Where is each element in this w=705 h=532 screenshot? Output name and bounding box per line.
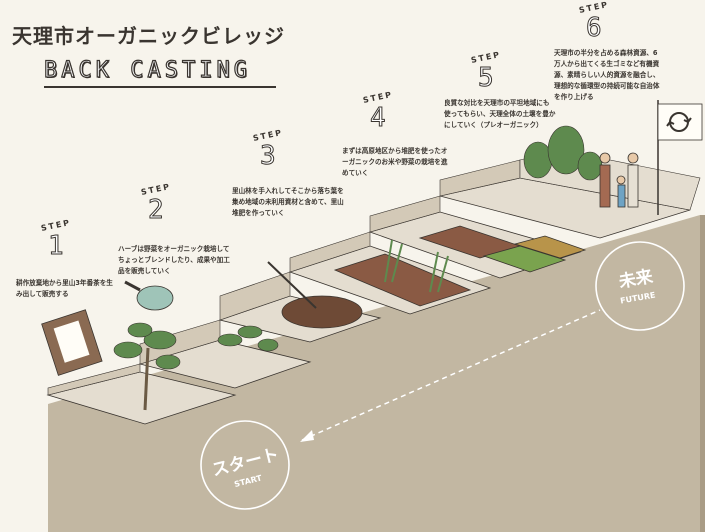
progress-path [301,309,601,441]
rake-handle [267,261,317,309]
crop-bed-step-5 [513,235,587,259]
staircase-side-face [48,215,700,532]
forest-trees [523,125,603,181]
flag [657,103,703,141]
step-1-text: 耕作放棄地から里山3年番茶を生み出して販売する [16,279,113,298]
recycle-icon [666,112,692,132]
step-6-text: 天理市の半分を占める森林資源、6万人から出てくる生ゴミなど有機資源、素晴らしい人… [554,49,660,101]
step-3-marker: STEP 3 [252,128,285,171]
subtitle-rule [44,86,276,88]
soil-bed-step-4 [333,253,472,307]
step-2-number: 2 [148,195,165,225]
staircase-right-face [700,215,705,532]
tea-bag [41,309,103,376]
page-title: 天理市オーガニックビレッジ [12,24,285,48]
step-4-marker: STEP 4 [362,90,395,133]
start-circle [200,420,290,510]
family-figures [599,152,639,208]
tea-tree [113,322,181,411]
step-5-text: 良質な対比を天理市の平坦地域にも使ってもらい、天理全体の土壌を豊かにしていく（プ… [444,99,556,129]
step-3-number: 3 [260,141,277,171]
step-4-text: まずは高原地区から堆肥を使ったオーガニックのお米や野菜の栽培を進めていく [342,147,448,177]
watering-can [124,280,174,311]
herb-plants-step-2 [217,325,279,352]
green-bed-step-5 [482,245,567,273]
step-6-number: 6 [586,13,603,43]
rice-plants [384,239,449,293]
progress-arrow [300,430,314,442]
compost-pile [281,295,363,329]
step-2-text: ハーブは野菜をオーガニック栽培してちょっとブレンドしたり、成果や加工品を販売して… [118,245,230,275]
step-6-marker: STEP 6 [578,0,611,43]
step-5-number: 5 [478,63,495,93]
step-1-number: 1 [48,231,65,261]
page-subtitle: BACK CASTING [43,57,251,83]
future-circle [595,241,685,331]
step-3-text: 里山林を手入れしてそこから落ち葉を集め地域の未利用資材と含めて、里山堆肥を作って… [232,187,344,217]
step-2-marker: STEP 2 [140,182,173,225]
step-4-number: 4 [370,103,387,133]
step-5-marker: STEP 5 [470,50,503,93]
step-1-marker: STEP 1 [40,218,73,261]
